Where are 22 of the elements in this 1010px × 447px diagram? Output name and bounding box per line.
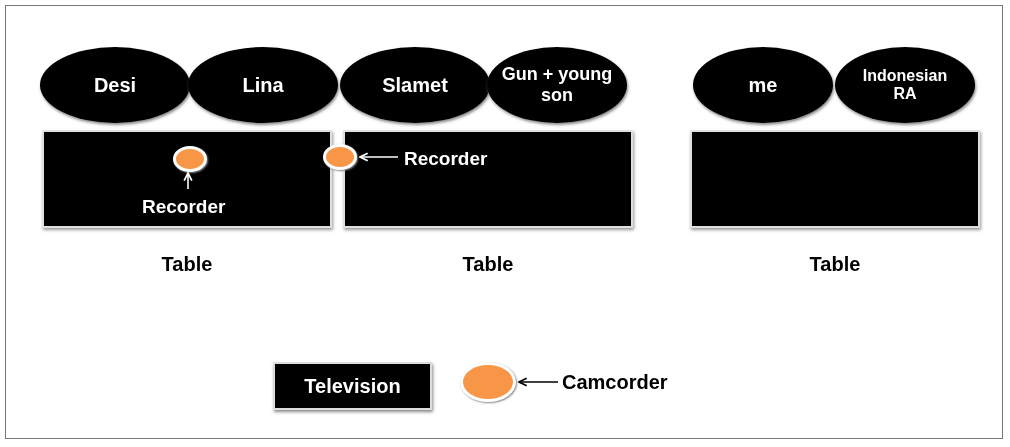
television-box — [273, 362, 432, 410]
device-label: Recorder — [404, 147, 504, 171]
television-label: Television — [304, 374, 401, 398]
table-rectangle — [690, 130, 980, 228]
table-rectangle — [42, 130, 332, 228]
person-name: Indonesian RA — [861, 67, 949, 103]
person-name: Gun + young son — [500, 64, 614, 106]
person-name: Desi — [92, 73, 138, 97]
person-name: me — [747, 73, 779, 97]
device-label: Camcorder — [562, 370, 682, 394]
arrow — [518, 377, 559, 387]
arrow — [183, 172, 193, 190]
table-label: Table — [160, 253, 214, 276]
table-rectangle — [343, 130, 633, 228]
table-label: Table — [461, 253, 515, 276]
person-name: Slamet — [381, 73, 449, 97]
table-label: Table — [808, 253, 862, 276]
arrow — [359, 152, 399, 162]
device-label: Recorder — [142, 195, 238, 219]
device-ellipse — [460, 362, 516, 402]
device-ellipse — [173, 146, 207, 172]
person-name: Lina — [241, 73, 285, 97]
